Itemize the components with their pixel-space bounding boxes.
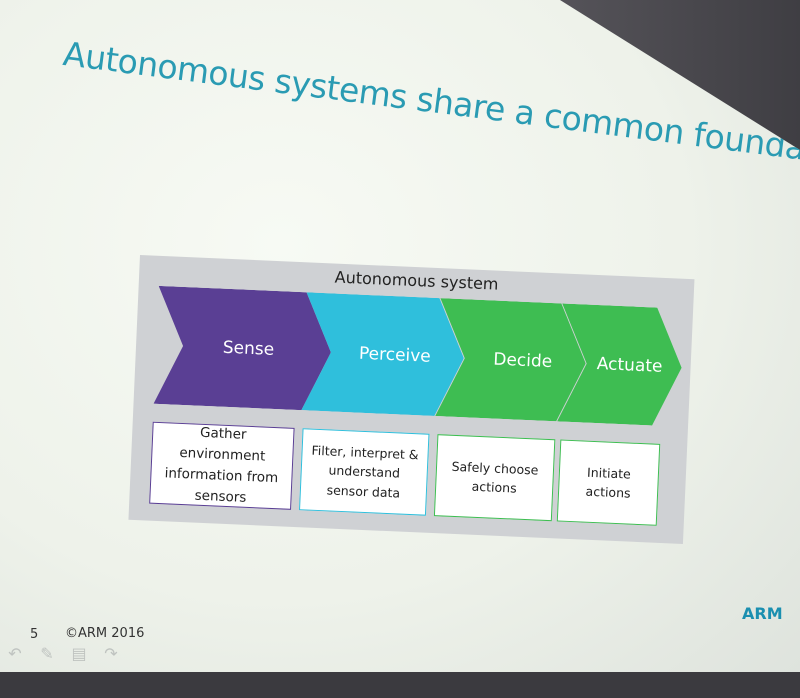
description-line: Safely choose xyxy=(451,458,539,478)
floor-strip xyxy=(0,672,800,698)
description-box-perceive: Filter, interpret & understand sensor da… xyxy=(299,428,430,516)
description-line: Gather environment xyxy=(179,424,266,465)
chevron-decide-label: Decide xyxy=(492,349,553,373)
chevron-sense-label: Sense xyxy=(222,337,275,360)
description-line: actions xyxy=(471,478,518,496)
copyright-text: ©ARM 2016 xyxy=(65,626,145,641)
description-line: Initiate actions xyxy=(585,464,632,501)
description-box-actuate: Initiate actions xyxy=(556,439,661,526)
chevron-actuate-label: Actuate xyxy=(596,354,663,377)
chevron-perceive-label: Perceive xyxy=(358,343,432,367)
slide-number: 5 xyxy=(30,627,39,642)
arm-logo: ARM xyxy=(742,604,783,623)
description-line: sensor data xyxy=(326,482,401,501)
description-box-decide: Safely choose actions xyxy=(433,434,556,522)
back-arrow-icon[interactable]: ↶ xyxy=(8,644,22,663)
description-box-sense: Gather environment information from sens… xyxy=(149,421,295,510)
slides-grid-icon[interactable]: ▤ xyxy=(71,644,87,663)
presenter-toolbar: ↶ ✎ ▤ ↷ xyxy=(0,645,144,669)
forward-arrow-icon[interactable]: ↷ xyxy=(104,644,118,663)
pen-icon[interactable]: ✎ xyxy=(40,644,54,663)
autonomous-system-diagram: Autonomous system Sense Perceive Decide … xyxy=(128,255,695,544)
